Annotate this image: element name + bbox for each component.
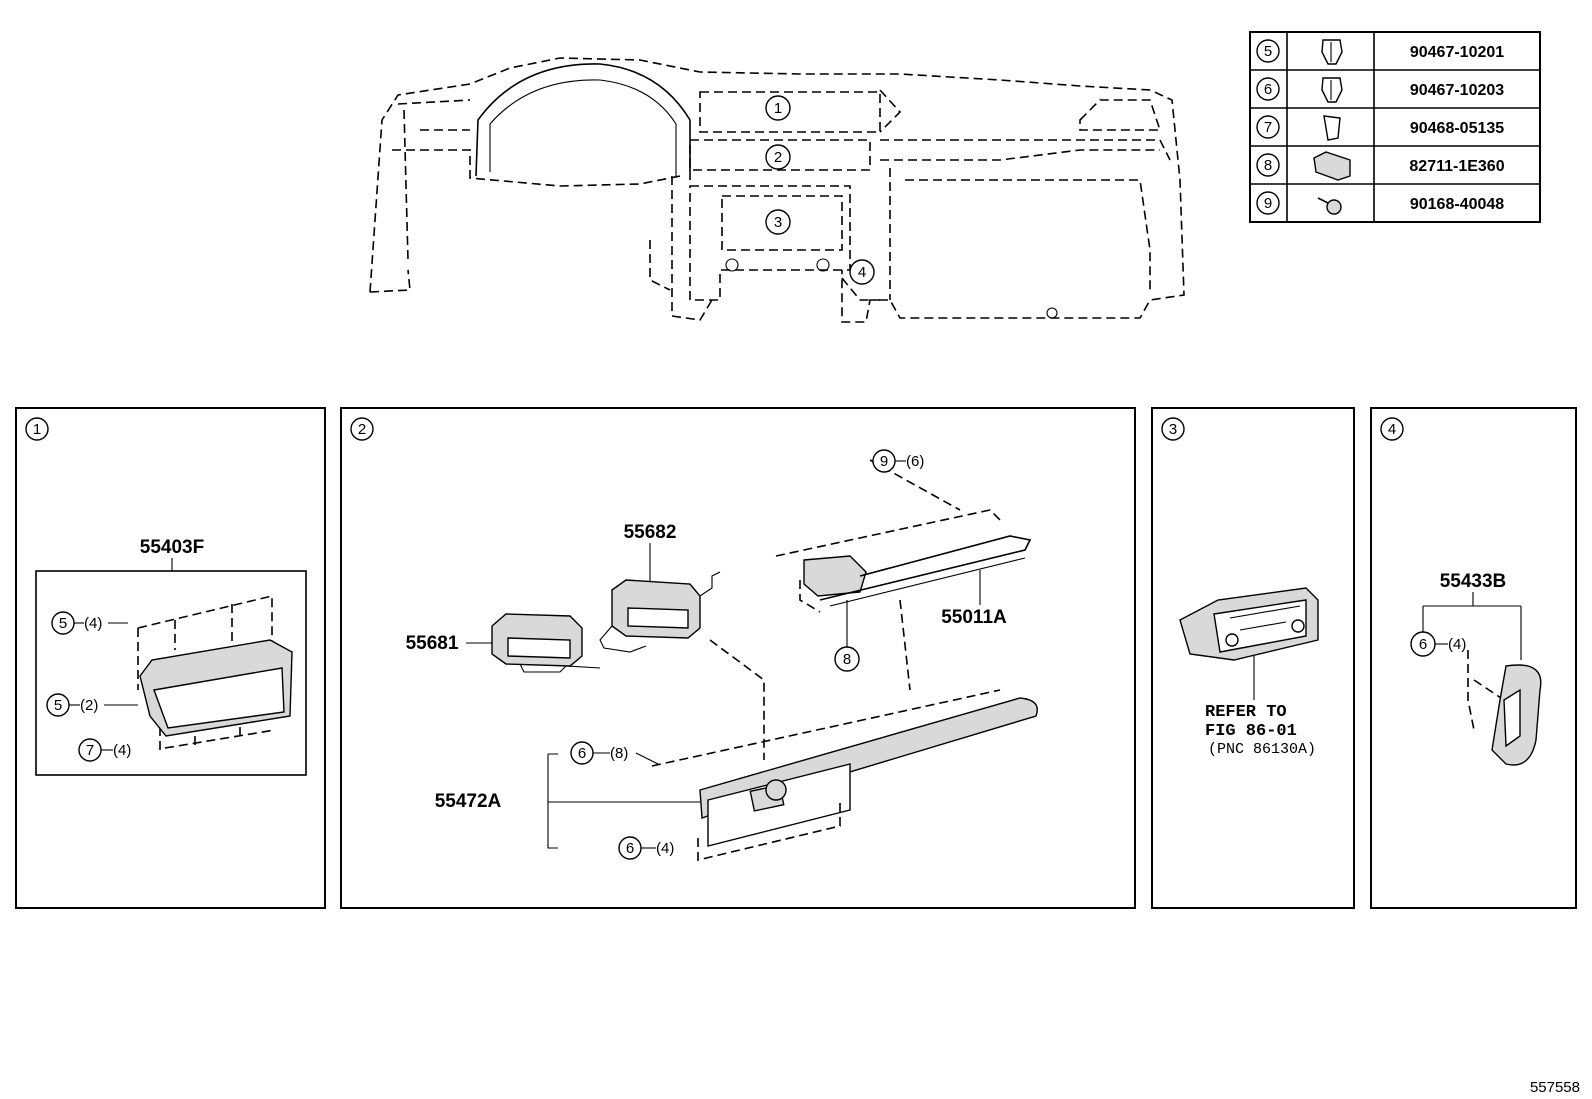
- overview-callout-1[interactable]: 1: [765, 95, 791, 121]
- svg-text:2: 2: [358, 421, 366, 438]
- garnish-55472A-drawing: [651, 599, 1038, 862]
- svg-text:82711-1E360: 82711-1E360: [1409, 158, 1504, 175]
- part-label-55472A[interactable]: 55472A: [435, 791, 502, 812]
- clip-icon: [1323, 115, 1341, 141]
- svg-text:(4): (4): [656, 840, 674, 857]
- part-label-55681[interactable]: 55681: [406, 633, 459, 654]
- svg-text:90467-10201: 90467-10201: [1410, 44, 1504, 61]
- side-garnish-drawing: [1467, 650, 1542, 766]
- svg-text:(8): (8): [610, 745, 628, 762]
- svg-text:(4): (4): [113, 742, 131, 759]
- clip-icon: [1321, 39, 1343, 65]
- svg-text:4: 4: [858, 264, 866, 281]
- panel-1: 1 55403F 5 (4) 5 (2) 7 (4): [15, 407, 326, 909]
- svg-text:6: 6: [578, 745, 586, 762]
- fastener-row-6[interactable]: 6 90467-10203: [1256, 77, 1504, 103]
- svg-text:2: 2: [774, 149, 782, 166]
- svg-text:90467-10203: 90467-10203: [1410, 82, 1504, 99]
- fastener-row-9[interactable]: 9 90168-40048: [1256, 191, 1504, 215]
- callout-7-qty-4[interactable]: 7 (4): [78, 738, 131, 762]
- refer-line-1: REFER TO: [1205, 703, 1287, 722]
- callout-6-qty-4[interactable]: 6 (4): [618, 836, 674, 860]
- callout-6-qty-8[interactable]: 6 (8): [570, 741, 659, 765]
- callout-9-qty-6[interactable]: 9 (6): [872, 449, 924, 473]
- svg-text:8: 8: [843, 651, 851, 668]
- part-label-55433B[interactable]: 55433B: [1440, 571, 1507, 592]
- refer-line-2: FIG 86-01: [1205, 722, 1297, 741]
- overview-callout-3[interactable]: 3: [765, 209, 791, 235]
- svg-text:(6): (6): [906, 453, 924, 470]
- dashboard-overview: [369, 57, 1185, 323]
- svg-text:4: 4: [1388, 421, 1396, 438]
- part-label-55011A[interactable]: 55011A: [941, 607, 1007, 628]
- clip-icon: [1321, 77, 1343, 103]
- fastener-row-7[interactable]: 7 90468-05135: [1256, 115, 1504, 141]
- svg-text:5: 5: [1264, 43, 1272, 60]
- vent-55681-drawing: [491, 613, 601, 673]
- svg-text:7: 7: [1264, 119, 1272, 136]
- overview-callout-2[interactable]: 2: [765, 144, 791, 170]
- svg-text:1: 1: [33, 421, 41, 438]
- svg-text:8: 8: [1264, 157, 1272, 174]
- svg-text:3: 3: [1169, 421, 1177, 438]
- screw-icon: [1317, 197, 1342, 215]
- svg-text:5: 5: [59, 615, 67, 632]
- callout-5-qty-2[interactable]: 5 (2): [46, 693, 138, 717]
- svg-text:6: 6: [1419, 636, 1427, 653]
- svg-text:9: 9: [1264, 195, 1272, 212]
- callout-6-qty-4[interactable]: 6 (4): [1410, 631, 1466, 657]
- svg-text:6: 6: [1264, 81, 1272, 98]
- audio-unit-drawing: [1179, 587, 1319, 661]
- figure-id: 557558: [1530, 1079, 1580, 1096]
- part-label-55403F[interactable]: 55403F: [140, 537, 204, 558]
- callout-5-qty-4[interactable]: 5 (4): [51, 611, 128, 635]
- panel-4: 4 55433B 6 (4): [1370, 407, 1577, 909]
- svg-text:6: 6: [626, 840, 634, 857]
- fastener-row-5[interactable]: 5 90467-10201: [1256, 39, 1504, 65]
- panel-3: 3 REFER TO FIG 86-01 (PNC 86130A): [1151, 407, 1355, 909]
- svg-text:(2): (2): [80, 697, 98, 714]
- svg-text:90168-40048: 90168-40048: [1410, 196, 1504, 213]
- svg-text:5: 5: [54, 697, 62, 714]
- refer-line-3: (PNC 86130A): [1208, 741, 1316, 758]
- svg-text:(4): (4): [1448, 636, 1466, 653]
- nut-icon: [1313, 151, 1351, 181]
- overview-callout-4[interactable]: 4: [849, 259, 875, 285]
- fastener-table: [1249, 31, 1541, 223]
- callout-8[interactable]: 8: [834, 600, 860, 672]
- svg-text:90468-05135: 90468-05135: [1410, 120, 1504, 137]
- svg-text:1: 1: [774, 100, 782, 117]
- fastener-row-8[interactable]: 8 82711-1E360: [1256, 151, 1505, 181]
- svg-text:(4): (4): [84, 615, 102, 632]
- bracket-55011A-drawing: [775, 459, 1032, 613]
- svg-text:3: 3: [774, 214, 782, 231]
- svg-text:9: 9: [880, 453, 888, 470]
- cluster-hood-drawing: [137, 594, 293, 750]
- vent-55682-drawing: [599, 571, 721, 653]
- svg-text:7: 7: [86, 742, 94, 759]
- panel-2: 2 55682 55681 55011A: [340, 407, 1136, 909]
- part-label-55682[interactable]: 55682: [624, 522, 677, 543]
